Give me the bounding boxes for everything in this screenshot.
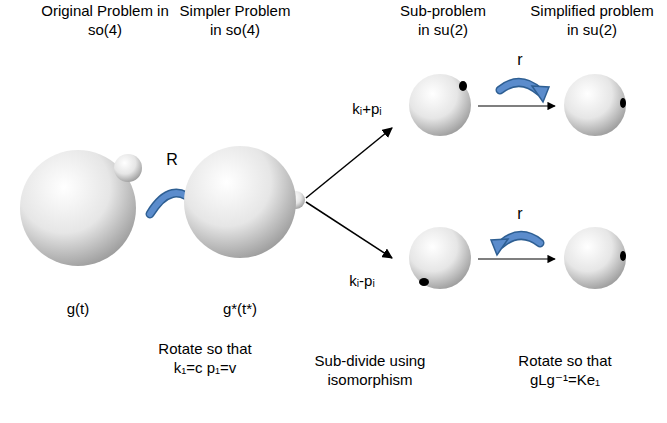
- small-sphere: [114, 154, 142, 182]
- rotation-arrow: [500, 82, 549, 102]
- sphere: [409, 74, 471, 136]
- sphere: [564, 74, 626, 136]
- function-label: g(t): [43, 300, 113, 319]
- rotation-label: r: [510, 204, 530, 224]
- arrow: [478, 105, 555, 106]
- step-note: Sub-divide using isomorphism: [308, 352, 432, 390]
- point-marker: [620, 98, 626, 108]
- sphere: [564, 227, 626, 289]
- step-note: Rotate so that gLg⁻¹=Ke₁: [500, 352, 630, 390]
- branch-label: kᵢ-pᵢ: [330, 272, 394, 291]
- rotation-arrow: [491, 235, 540, 255]
- column-heading: Simplified problem in su(2): [523, 2, 661, 40]
- sphere: [409, 227, 471, 289]
- rotation-label: r: [510, 50, 530, 70]
- branch-arrow: [306, 128, 392, 198]
- point-marker: [620, 251, 626, 261]
- column-heading: Simpler Problem in so(4): [174, 2, 296, 40]
- point-marker: [459, 81, 467, 91]
- point-marker: [419, 278, 429, 286]
- rotation-label: R: [160, 150, 184, 170]
- branch-arrow: [306, 202, 392, 258]
- arrow: [478, 258, 555, 259]
- sphere: [184, 146, 296, 258]
- column-heading: Sub-problem in su(2): [395, 2, 491, 40]
- branch-label: kᵢ+pᵢ: [335, 100, 399, 119]
- column-heading: Original Problem in so(4): [41, 2, 169, 40]
- function-label: g*(t*): [200, 300, 280, 319]
- step-note: Rotate so that k₁=c p₁=v: [151, 340, 259, 378]
